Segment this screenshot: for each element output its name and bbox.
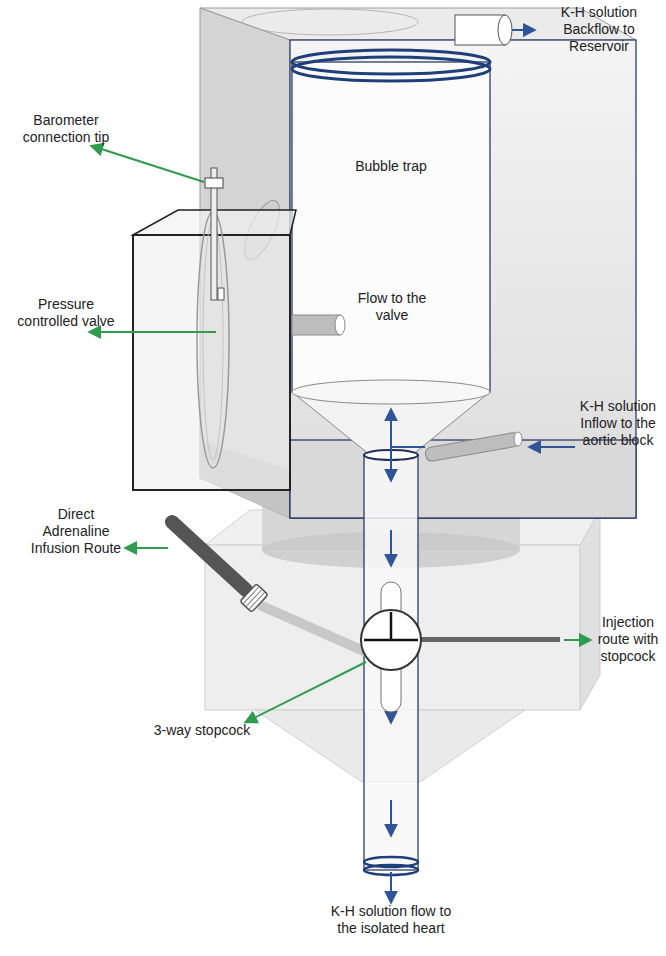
bubble-trap xyxy=(292,50,490,455)
label-text: K-H solution Inflow to the aortic block xyxy=(574,398,662,449)
label-text: Barometer connection tip xyxy=(14,112,118,146)
callout-label: K-H solution Backflow to Reservoir xyxy=(538,4,660,55)
part-label: Bubble trap xyxy=(341,158,441,175)
flow-label: Flow to the valve xyxy=(342,290,442,324)
stopcock xyxy=(172,522,560,712)
label-text: K-H solution flow to the isolated heart xyxy=(321,903,461,937)
label-text: 3-way stopcock xyxy=(150,722,254,739)
flow-label: K-H solution flow to the isolated heart xyxy=(321,903,461,937)
valve-stub xyxy=(292,315,345,335)
label-text: Flow to the valve xyxy=(342,290,442,324)
callout-label: Injection route with stopcock xyxy=(594,614,662,665)
pressure-valve xyxy=(133,168,296,490)
label-text: K-H solution Backflow to Reservoir xyxy=(538,4,660,55)
label-text: Injection route with stopcock xyxy=(594,614,662,665)
label-text: Direct Adrenaline Infusion Route xyxy=(26,506,126,557)
callout-label: Barometer connection tip xyxy=(14,112,118,146)
label-text: Bubble trap xyxy=(341,158,441,175)
callout-label: 3-way stopcock xyxy=(150,722,254,739)
label-text: Pressure controlled valve xyxy=(14,296,118,330)
inflow-pipe xyxy=(424,432,575,462)
leader-arrows xyxy=(90,146,590,722)
flow-label: K-H solution Inflow to the aortic block xyxy=(574,398,662,449)
callout-label: Direct Adrenaline Infusion Route xyxy=(26,506,126,557)
callout-label: Pressure controlled valve xyxy=(14,296,118,330)
